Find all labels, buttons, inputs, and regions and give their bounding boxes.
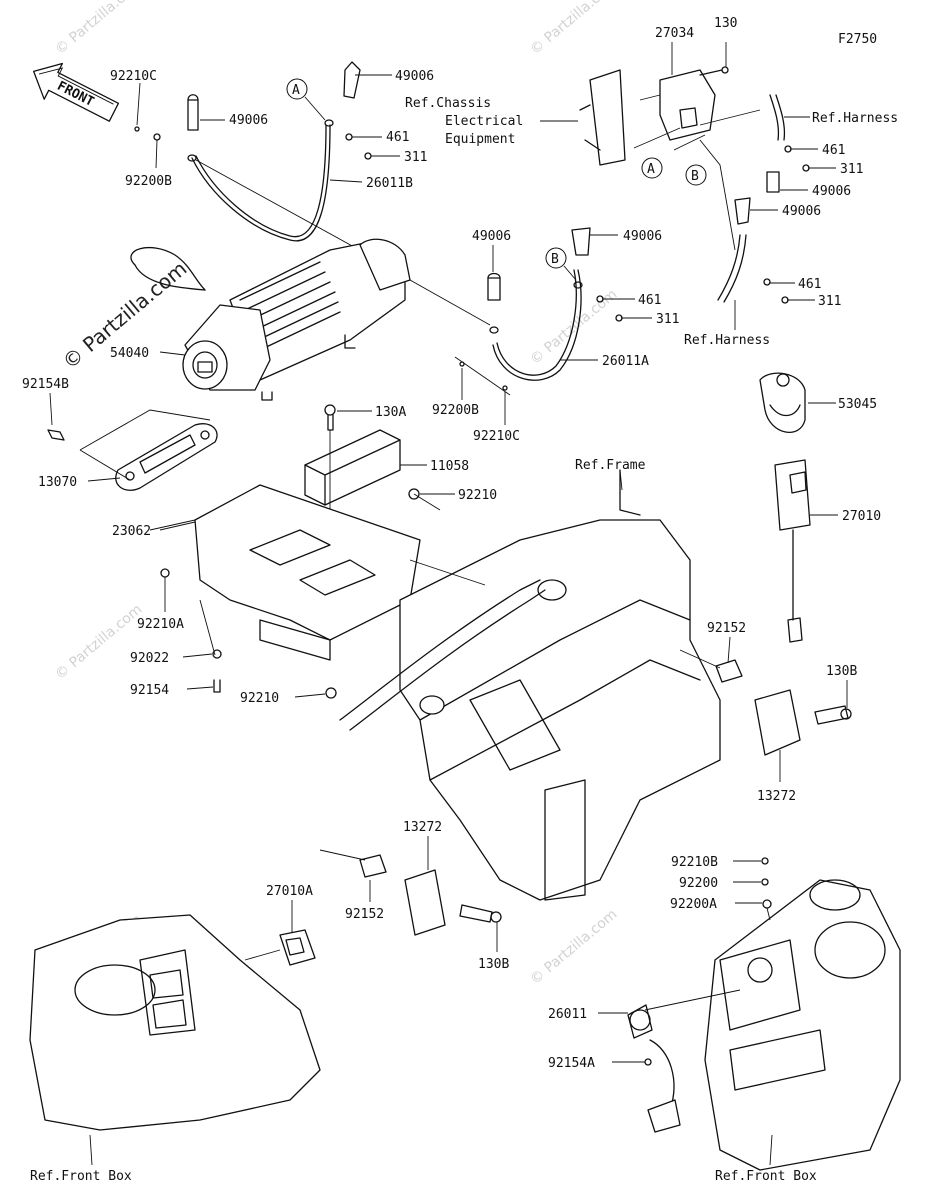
hook-53045 bbox=[759, 372, 806, 433]
callout-a-relay: A bbox=[633, 127, 681, 179]
plate-13272-right bbox=[679, 649, 852, 756]
label-49006-d: 49006 bbox=[782, 204, 821, 219]
label-54040: 54040 bbox=[110, 346, 149, 361]
label-311-b: 311 bbox=[840, 162, 863, 177]
label-13272-b: 13272 bbox=[403, 820, 442, 835]
label-92200: 92200 bbox=[679, 876, 718, 891]
callout-b-cable: B bbox=[545, 247, 577, 281]
label-92152-b: 92152 bbox=[345, 907, 384, 922]
label-26011: 26011 bbox=[548, 1007, 587, 1022]
label-130b-a: 130B bbox=[826, 664, 857, 679]
label-53045: 53045 bbox=[838, 397, 877, 412]
switch-27010 bbox=[774, 459, 811, 643]
front-box-left bbox=[29, 914, 321, 1131]
label-311-a: 311 bbox=[404, 150, 427, 165]
label-92210b: 92210B bbox=[671, 855, 718, 870]
label-49006-b: 49006 bbox=[395, 69, 434, 84]
label-92210-a: 92210 bbox=[458, 488, 497, 503]
label-ref-front-box-1: Ref.Front Box bbox=[30, 1169, 132, 1184]
label-ref-chassis-2: Electrical bbox=[445, 114, 523, 129]
label-311-d: 311 bbox=[656, 312, 679, 327]
frame bbox=[339, 469, 721, 901]
svg-text:B: B bbox=[551, 252, 559, 267]
label-ref-harness-1: Ref.Harness bbox=[812, 111, 898, 126]
label-92210c-top: 92210C bbox=[110, 69, 157, 84]
label-92154: 92154 bbox=[130, 683, 169, 698]
label-11058: 11058 bbox=[430, 459, 469, 474]
watermark-text: © Partzilla.com bbox=[527, 0, 620, 58]
label-49006-f: 49006 bbox=[623, 229, 662, 244]
label-461-d: 461 bbox=[638, 293, 661, 308]
label-ref-chassis-1: Ref.Chassis bbox=[405, 96, 491, 111]
winch-54040 bbox=[130, 238, 411, 401]
label-92200b-mid: 92200B bbox=[432, 403, 479, 418]
label-ref-chassis-3: Equipment bbox=[445, 132, 515, 147]
label-13070: 13070 bbox=[38, 475, 77, 490]
svg-text:A: A bbox=[292, 83, 300, 98]
label-92154b: 92154B bbox=[22, 377, 69, 392]
front-box-right bbox=[627, 857, 901, 1171]
contactor-27034 bbox=[579, 66, 761, 251]
label-92152-a: 92152 bbox=[707, 621, 746, 636]
plate-11058 bbox=[304, 404, 441, 600]
svg-text:A: A bbox=[647, 162, 655, 177]
label-ref-harness-2: Ref.Harness bbox=[684, 333, 770, 348]
label-92210-b: 92210 bbox=[240, 691, 279, 706]
mount-plate-23062 bbox=[149, 484, 421, 699]
label-311-c: 311 bbox=[818, 294, 841, 309]
label-13272-a: 13272 bbox=[757, 789, 796, 804]
label-26011a: 26011A bbox=[602, 354, 649, 369]
label-130a: 130A bbox=[375, 405, 406, 420]
label-92154a: 92154A bbox=[548, 1056, 595, 1071]
label-92200b-top: 92200B bbox=[125, 174, 172, 189]
plate-13272-lower bbox=[319, 849, 502, 936]
label-23062: 23062 bbox=[112, 524, 151, 539]
label-26011b: 26011B bbox=[366, 176, 413, 191]
label-461-c: 461 bbox=[798, 277, 821, 292]
label-27010a: 27010A bbox=[266, 884, 313, 899]
label-ref-frame: Ref.Frame bbox=[575, 458, 646, 473]
label-130b-b: 130B bbox=[478, 957, 509, 972]
callout-a-top: A bbox=[286, 78, 326, 121]
leader-lines bbox=[49, 42, 848, 1166]
label-461-a: 461 bbox=[386, 130, 409, 145]
harness-right bbox=[717, 94, 810, 304]
label-461-b: 461 bbox=[822, 143, 845, 158]
label-49006-c: 49006 bbox=[812, 184, 851, 199]
label-130: 130 bbox=[714, 16, 737, 31]
callout-b-relay: B bbox=[673, 134, 707, 186]
label-49006-e: 49006 bbox=[472, 229, 511, 244]
label-92210a: 92210A bbox=[137, 617, 184, 632]
label-ref-front-box-2: Ref.Front Box bbox=[715, 1169, 817, 1184]
label-27010: 27010 bbox=[842, 509, 881, 524]
label-92210c-mid: 92210C bbox=[473, 429, 520, 444]
watermark-text: © Partzilla.com bbox=[52, 601, 145, 683]
label-49006-a: 49006 bbox=[229, 113, 268, 128]
fairlead-13070 bbox=[47, 409, 218, 491]
label-92022: 92022 bbox=[130, 651, 169, 666]
label-92200a: 92200A bbox=[670, 897, 717, 912]
figure-code: F2750 bbox=[838, 32, 877, 47]
cable-26011a bbox=[409, 227, 623, 396]
label-27034: 27034 bbox=[655, 26, 694, 41]
watermark-text: © Partzilla.com bbox=[52, 0, 145, 58]
svg-text:B: B bbox=[691, 169, 699, 184]
part-labels: 92210C 92200B 49006 49006 461 311 26011B… bbox=[22, 16, 898, 1184]
front-arrow-icon: FRONT bbox=[33, 62, 120, 122]
watermark-text: © Partzilla.com bbox=[527, 906, 620, 988]
